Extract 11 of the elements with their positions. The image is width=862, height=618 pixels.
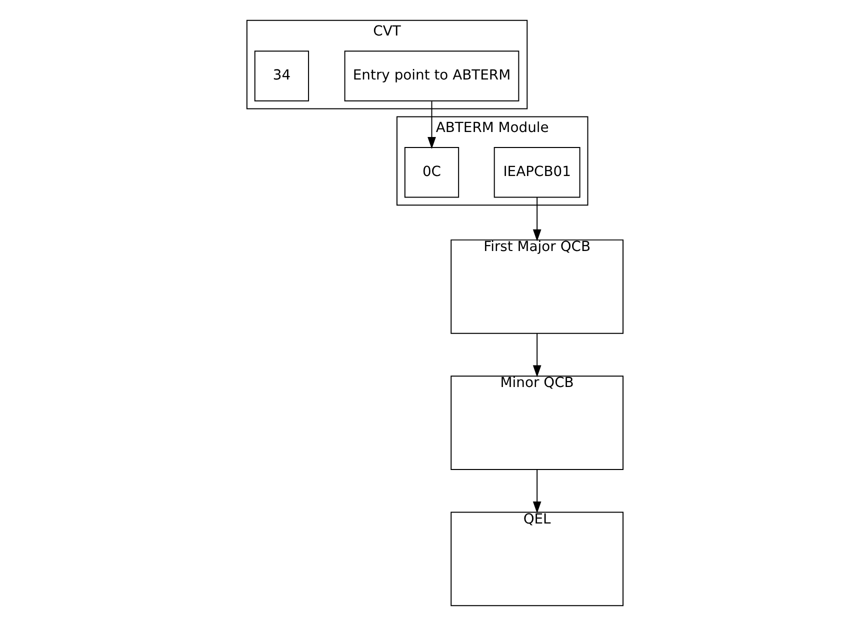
node-box: QEL: [450, 512, 624, 606]
node-box: IEAPCB01: [494, 147, 580, 198]
node-box: Minor QCB: [450, 376, 624, 470]
node-box: First Major QCB: [450, 239, 624, 334]
node-box: 0C: [404, 147, 460, 198]
arrow: [428, 100, 436, 149]
arrow: [532, 196, 542, 242]
arrow: [532, 332, 542, 378]
node-box: Entry point to ABTERM: [344, 50, 520, 102]
node-box: 34: [254, 50, 310, 102]
arrow: [532, 469, 542, 514]
